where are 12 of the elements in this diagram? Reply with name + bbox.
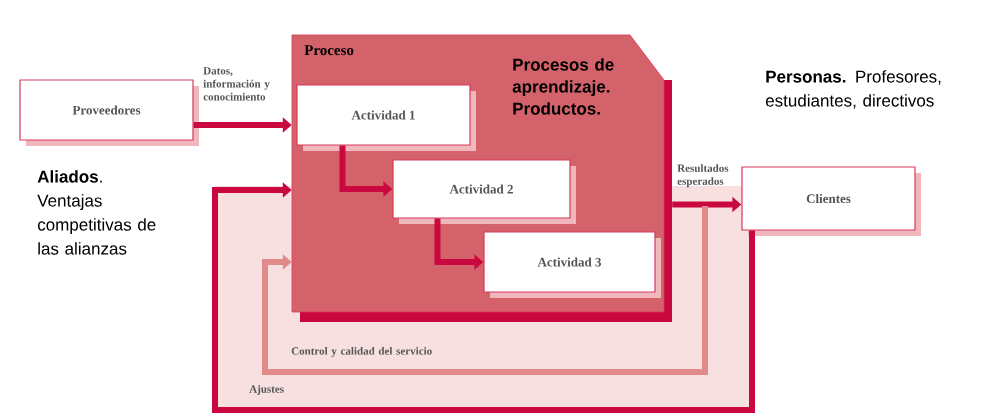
edge-label: Control y calidad del servicio bbox=[291, 347, 432, 357]
activity-box: Proveedores bbox=[19, 79, 199, 146]
activity-box: Actividad 2 bbox=[392, 159, 576, 224]
note-text: Personas. Profesores, estudiantes, directivos bbox=[765, 70, 941, 109]
edge-label: Resultados esperados bbox=[677, 164, 729, 188]
activity-box: Actividad 1 bbox=[296, 84, 476, 151]
arrow bbox=[212, 182, 755, 413]
activity-box: Actividad 3 bbox=[483, 231, 661, 298]
note-text: Aliados. Ventajas competitivas de las alianzas bbox=[37, 170, 156, 255]
activity-box: Clientes bbox=[741, 166, 921, 236]
edge-label: Datos, información y conocimiento bbox=[203, 67, 270, 101]
edge-label: Ajustes bbox=[249, 385, 284, 395]
